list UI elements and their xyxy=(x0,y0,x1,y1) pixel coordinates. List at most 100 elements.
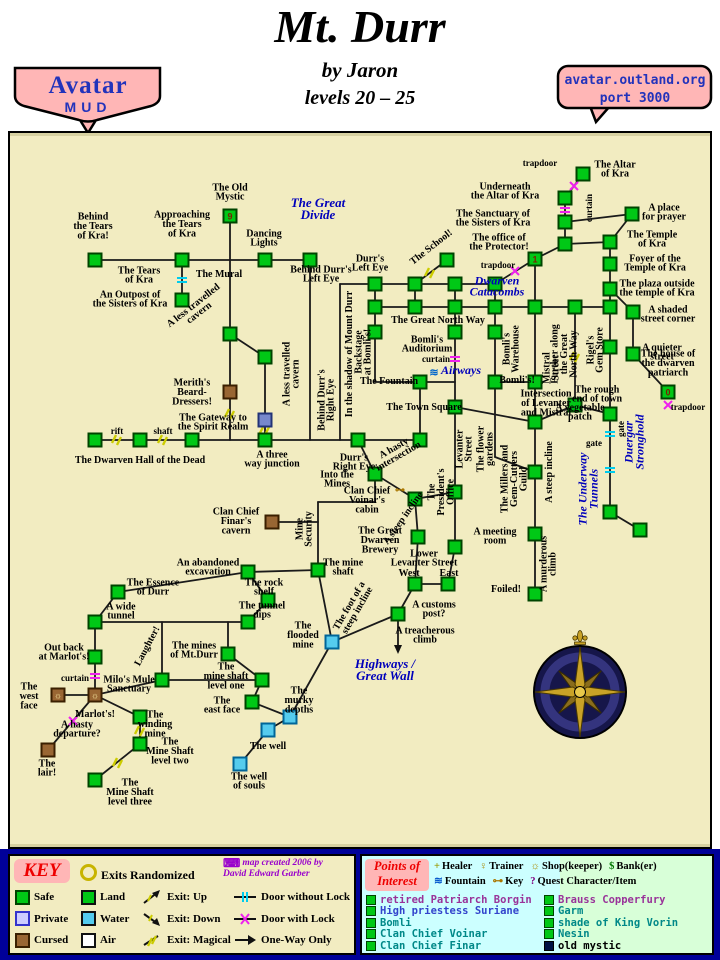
room-mines-of-mtdurr xyxy=(220,646,236,662)
poi-name: old mystic xyxy=(544,940,706,952)
svg-text:Foiled!: Foiled! xyxy=(491,584,521,595)
svg-text:ThePresident'sOffice: ThePresident'sOffice xyxy=(427,468,457,515)
land-swatch xyxy=(81,889,96,905)
map-label: Bomli's! xyxy=(499,375,535,386)
map-label: Further alongthe GreatNorth Way xyxy=(550,324,580,384)
svg-text:gate: gate xyxy=(586,438,602,448)
room-approaching-the-tears xyxy=(174,252,190,268)
room-hall-of-the-dead-3 xyxy=(184,432,200,448)
badge-mud-text: MUD xyxy=(65,99,112,115)
map-label: The well xyxy=(250,741,287,752)
svg-text:⊶: ⊶ xyxy=(395,485,405,496)
map-label: Behind Durr'sRight Eye xyxy=(316,369,336,431)
map-label: Laughter! xyxy=(132,625,162,668)
trainer-icon: ♀ xyxy=(479,861,488,872)
svg-text:Rigel'sGem Store: Rigel'sGem Store xyxy=(585,327,605,373)
key-item-label: Exit: Down xyxy=(167,912,221,925)
badge-avatar-text: Avatar xyxy=(48,72,127,99)
room-office-of-the-protector xyxy=(557,236,573,252)
room-well-of-souls xyxy=(232,756,248,772)
svg-text:shaft: shaft xyxy=(153,426,172,436)
room-rock-shelf xyxy=(260,592,276,608)
room-meriths-beard-dressers xyxy=(222,384,238,400)
key-item: Water xyxy=(81,909,141,929)
room-marlots xyxy=(87,687,103,703)
map-label: In the shadow of Mount Durr xyxy=(344,290,355,417)
poi-legend: +Healer♀Trainer☼Shop(keeper)$Bank(er)≋Fo… xyxy=(434,859,710,889)
oneway-icon xyxy=(233,932,257,948)
svg-text:The Great North Way: The Great North Way xyxy=(391,315,485,326)
bank-icon: $ xyxy=(609,861,615,872)
shield-badge-shape: Avatar MUD xyxy=(13,66,162,136)
map-label: trapdoor xyxy=(671,402,706,412)
map-path xyxy=(247,569,319,573)
map-label: A less travelledcavern xyxy=(165,281,223,330)
map-label: The Town Square xyxy=(386,402,462,413)
map-label: The foot of asteep incline xyxy=(331,580,376,636)
room-vegetable-patch xyxy=(602,406,618,422)
poi-legend-quest: ?Quest Character/Item xyxy=(530,876,636,887)
room-swatch-icon xyxy=(366,917,376,928)
poi-name: Bomli xyxy=(366,917,544,929)
room-foiled xyxy=(527,586,543,602)
map-label: A less travelledcavern xyxy=(281,341,301,406)
room-rough-end-of-town xyxy=(567,397,583,413)
room-catacombs-one xyxy=(527,251,543,267)
key-panel: KEY Exits Randomized ⌨ map created 2006 … xyxy=(8,854,356,955)
credit-line2: David Edward Garber xyxy=(223,869,310,879)
svg-text:The Mural: The Mural xyxy=(196,269,243,280)
down-icon xyxy=(141,911,163,927)
poi-title: Points of Interest xyxy=(365,859,429,891)
author-subtitle: by Jaron xyxy=(321,58,399,82)
map-label: DuergarStronghold xyxy=(621,413,646,469)
room-gnw-1 xyxy=(367,299,383,315)
svg-text:MineSecurity: MineSecurity xyxy=(294,511,314,547)
poi-legend-shop: ☼Shop(keeper) xyxy=(530,861,602,872)
poi-green-background xyxy=(560,856,712,953)
room-less-travelled-cavern-1 xyxy=(222,326,238,342)
svg-text:The well: The well xyxy=(250,741,287,752)
marker-door xyxy=(450,356,460,362)
key-item: One-Way Only xyxy=(233,930,351,950)
poi-name: Nesin xyxy=(544,928,706,940)
key-item: Land xyxy=(81,887,141,907)
map-label: Airways xyxy=(440,363,481,377)
room-durrs-left-eye xyxy=(367,276,383,292)
map-label: The Dwarven Hall of the Dead xyxy=(75,455,206,466)
map-label: curtain xyxy=(422,354,450,364)
map-path xyxy=(117,571,249,593)
map-credit: ⌨ map created 2006 by David Edward Garbe… xyxy=(223,857,351,880)
exits-randomized-label: Exits Randomized xyxy=(101,868,195,882)
svg-text:Backstageat Bomli's!: Backstageat Bomli's! xyxy=(353,329,373,375)
